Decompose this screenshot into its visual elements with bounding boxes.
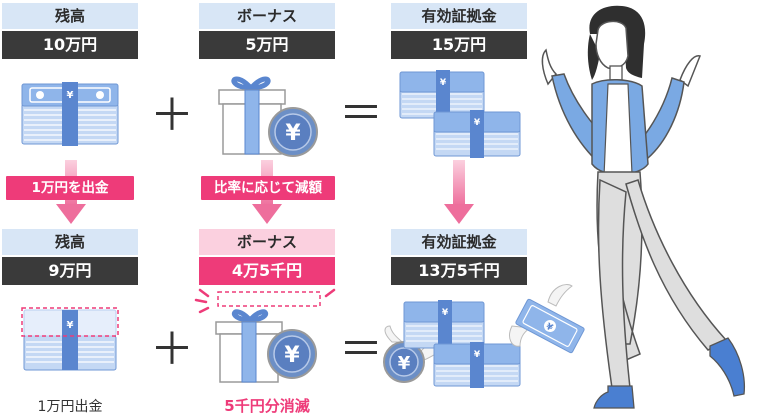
margin-value-before: 15万円: [391, 31, 527, 59]
gift-box-shrunk-icon: ¥: [194, 288, 336, 383]
yen-bundle-icon: ¥: [21, 307, 119, 371]
reduce-action-badge: 比率に応じて減額: [201, 176, 335, 200]
svg-text:¥: ¥: [440, 78, 447, 88]
balance-value-after: 9万円: [2, 257, 138, 285]
svg-text:¥: ¥: [67, 320, 74, 331]
plus-operator-bottom: ＋: [150, 324, 194, 375]
yen-bundle-stack-icon: ¥ ¥: [399, 70, 521, 158]
yen-bundle-icon: ¥: [21, 82, 119, 146]
bonus-label-before: ボーナス: [199, 3, 335, 29]
equals-operator-bottom: ＝: [339, 324, 383, 375]
withdraw-action-badge: 1万円を出金: [6, 176, 134, 200]
plus-operator-top: ＋: [150, 90, 194, 141]
equals-operator-top: ＝: [339, 88, 383, 139]
woman-shrug-illustration: [541, 5, 746, 409]
svg-text:¥: ¥: [544, 322, 555, 334]
svg-text:¥: ¥: [474, 350, 481, 360]
flying-coin-icon: ¥: [383, 325, 449, 383]
svg-text:¥: ¥: [442, 308, 449, 318]
svg-text:¥: ¥: [474, 118, 481, 128]
margin-label-after: 有効証拠金: [391, 229, 527, 255]
svg-text:¥: ¥: [398, 353, 411, 374]
svg-text:¥: ¥: [285, 121, 301, 146]
margin-value-after: 13万5千円: [391, 257, 527, 285]
bonus-value-before: 5万円: [199, 31, 335, 59]
balance-label-before: 残高: [2, 3, 138, 29]
yen-bundle-stack-icon: ¥ ¥: [403, 300, 521, 388]
margin-label-before: 有効証拠金: [391, 3, 527, 29]
svg-text:¥: ¥: [284, 343, 300, 368]
bonus-value-after: 4万5千円: [199, 257, 335, 285]
down-arrow-icon: [444, 160, 474, 224]
balance-value-before: 10万円: [2, 31, 138, 59]
yen-coin-icon: ¥: [268, 107, 318, 157]
svg-text:¥: ¥: [67, 90, 74, 101]
balance-label-after: 残高: [2, 229, 138, 255]
withdrawn-caption: 1万円出金: [37, 399, 103, 415]
flying-money-icon: ¥: [509, 284, 585, 354]
bonus-label-after: ボーナス: [199, 229, 335, 255]
bonus-lost-caption: 5千円分消滅: [224, 397, 310, 415]
